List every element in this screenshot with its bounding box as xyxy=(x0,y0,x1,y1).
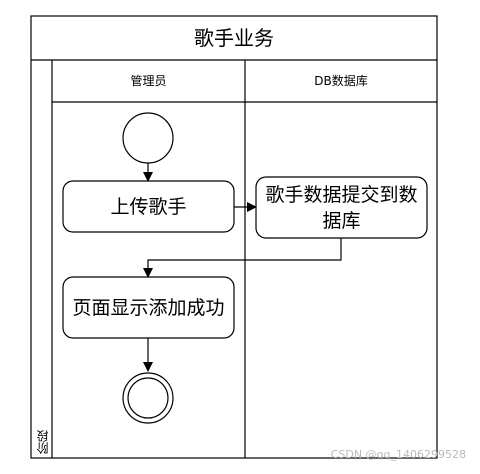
end-node-inner xyxy=(127,377,169,419)
lane-header-db: DB数据库 xyxy=(314,74,368,88)
phase-label: 阶段 xyxy=(31,360,52,458)
phase-label-text: 阶段 xyxy=(36,430,50,454)
start-node xyxy=(122,112,174,164)
activity-upload-label: 上传歌手 xyxy=(110,195,187,218)
activity-success-label: 页面显示添加成功 xyxy=(72,296,225,319)
diagram-title: 歌手业务 xyxy=(194,26,274,50)
watermark: CSDN @qq_1406299528 xyxy=(330,448,466,461)
submit-to-success-arrow xyxy=(143,238,342,278)
lane-header-admin: 管理员 xyxy=(130,74,167,88)
pool-frame xyxy=(30,15,438,459)
activity-submit-label: 歌手数据提交到数据库 xyxy=(265,183,418,232)
